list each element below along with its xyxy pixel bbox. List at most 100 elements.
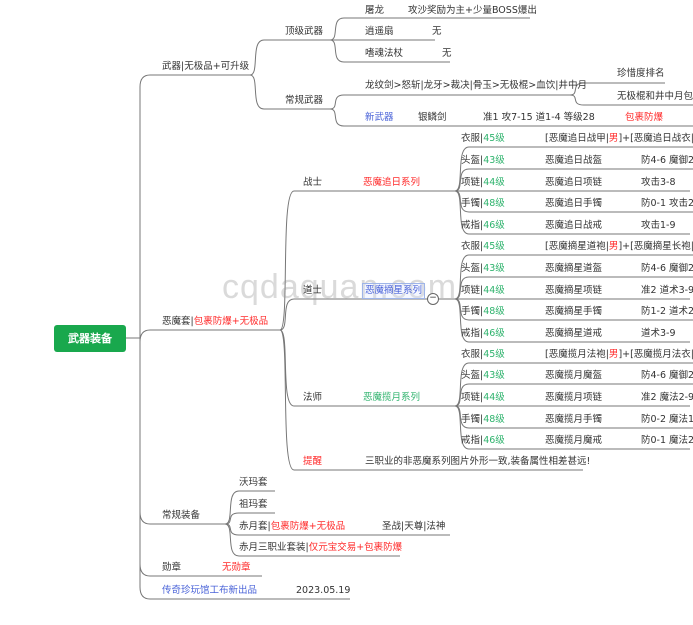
demon-label: 恶魔套| — [162, 316, 194, 327]
row-slot[interactable]: 头盔|43级 — [461, 370, 505, 381]
connector-line — [329, 17, 530, 41]
node-woma-set[interactable]: 沃玛套 — [239, 477, 268, 488]
row-stat: 防4-6 魔御2- — [641, 263, 693, 274]
row-stat: 准2 道术3-9 — [641, 285, 693, 296]
node-class-mage[interactable]: 法师 — [303, 392, 323, 403]
node-tulong[interactable]: 屠龙 — [365, 5, 385, 16]
node-shihunfazhang-note[interactable]: 无 — [442, 48, 452, 59]
connector-line — [454, 146, 693, 192]
connector-line — [454, 298, 690, 343]
connector-line — [139, 74, 250, 338]
root-node[interactable]: 武器装备 — [54, 325, 126, 352]
row-stat: 防0-2 魔法1- — [641, 414, 693, 425]
row-item[interactable]: 恶魔摘星道戒 — [545, 328, 603, 339]
node-zuma-set[interactable]: 祖玛套 — [239, 499, 268, 510]
row-item[interactable]: 恶魔追日手镯 — [545, 198, 603, 209]
row-stat: 攻击1-9 — [641, 220, 676, 231]
row-slot[interactable]: 手镯|48级 — [461, 198, 505, 209]
row-item[interactable]: 恶魔追日战盔 — [545, 155, 603, 166]
row-item[interactable]: [恶魔摘星道袍|男]+[恶魔摘星长袍|女 — [545, 241, 693, 252]
row-slot[interactable]: 头盔|43级 — [461, 263, 505, 274]
row-slot[interactable]: 衣服|45级 — [461, 241, 505, 252]
node-weapon-chain[interactable]: 龙纹剑>怒斩|龙牙>裁决|骨玉>无极棍>血饮|井中月 — [365, 80, 587, 91]
node-new-weapon-note[interactable]: 包裹防爆 — [625, 112, 664, 123]
row-item[interactable]: 恶魔追日战戒 — [545, 220, 603, 231]
connector-line — [279, 329, 455, 407]
node-rarity-rank[interactable]: 珍惜度排名 — [617, 68, 665, 79]
row-item[interactable]: 恶魔摘星项链 — [545, 285, 603, 296]
node-xiaoyaoshan[interactable]: 逍遥扇 — [365, 26, 394, 37]
node-xiaoyaoshan-note[interactable]: 无 — [432, 26, 442, 37]
row-item[interactable]: 恶魔追日项链 — [545, 177, 603, 188]
connector-line — [454, 254, 693, 300]
node-top-weapons[interactable]: 顶级武器 — [285, 26, 324, 37]
row-slot[interactable]: 戒指|46级 — [461, 328, 505, 339]
connector-line — [224, 490, 275, 525]
connector-line — [224, 512, 275, 525]
collapse-toggle-icon[interactable]: − — [427, 293, 439, 305]
node-chiyue-three-class[interactable]: 赤月三职业套装|仅元宝交易+包裹防爆 — [239, 542, 403, 553]
row-stat: 准2 魔法2-9 — [641, 392, 693, 403]
row-stat: 防4-6 魔御2- — [641, 370, 693, 381]
node-new-weapon-stats[interactable]: 准1 攻7-15 道1-4 等级28 — [483, 112, 595, 123]
row-item[interactable]: 恶魔揽月魔戒 — [545, 435, 603, 446]
connector-line — [454, 405, 690, 450]
row-item[interactable]: [恶魔追日战甲|男]+[恶魔追日战衣|女 — [545, 133, 693, 144]
row-slot[interactable]: 项链|44级 — [461, 392, 505, 403]
row-stat: 防1-2 道术2- — [641, 306, 693, 317]
node-regular-gear[interactable]: 常规装备 — [162, 510, 201, 521]
row-stat: 防4-6 魔御2- — [641, 155, 693, 166]
node-series-taoist[interactable]: 恶魔摘星系列 — [362, 283, 426, 299]
row-stat: 防0-1 攻击2- — [641, 198, 693, 209]
node-tulong-note[interactable]: 攻沙奖励为主+少量BOSS爆出 — [408, 5, 537, 16]
node-medal[interactable]: 勋章 — [162, 562, 182, 573]
node-reminder-text[interactable]: 三职业的非恶魔系列图片外形一致,装备属性相差甚远! — [365, 456, 591, 467]
node-bag-note[interactable]: 无极棍和井中月包裹 — [617, 91, 693, 102]
connector-line — [569, 82, 665, 96]
node-new-weapon-name[interactable]: 银鳞剑 — [418, 112, 447, 123]
connector-line — [139, 329, 280, 343]
node-chiyue-set[interactable]: 赤月套|包裹防爆+无极品 — [239, 521, 346, 532]
row-slot[interactable]: 项链|44级 — [461, 285, 505, 296]
row-slot[interactable]: 头盔|43级 — [461, 155, 505, 166]
connector-line — [249, 74, 330, 110]
row-slot[interactable]: 项链|44级 — [461, 177, 505, 188]
row-stat: 防0-1 魔法2- — [641, 435, 693, 446]
row-item[interactable]: 恶魔揽月手镯 — [545, 414, 603, 425]
row-slot[interactable]: 手镯|48级 — [461, 414, 505, 425]
node-chiyue-note[interactable]: 圣战|天尊|法神 — [382, 521, 446, 532]
row-item[interactable]: 恶魔揽月项链 — [545, 392, 603, 403]
connector-line — [454, 383, 693, 407]
row-item[interactable]: 恶魔揽月魔盔 — [545, 370, 603, 381]
row-slot[interactable]: 戒指|46级 — [461, 220, 505, 231]
row-item[interactable]: 恶魔摘星手镯 — [545, 306, 603, 317]
connector-line — [329, 94, 570, 110]
node-class-taoist[interactable]: 道士 — [303, 285, 323, 296]
connector-line — [569, 94, 693, 106]
node-weapons[interactable]: 武器|无极品+可升级 — [162, 61, 250, 72]
row-stat: 攻击3-8 — [641, 177, 676, 188]
node-footer[interactable]: 传奇珍玩馆工布新出品 — [162, 585, 258, 596]
connector-line — [454, 190, 690, 235]
watermark: cqdaquan.com — [222, 268, 458, 306]
node-regular-weapons[interactable]: 常规武器 — [285, 95, 324, 106]
node-series-mage[interactable]: 恶魔揽月系列 — [363, 392, 421, 403]
node-new-weapon[interactable]: 新武器 — [365, 112, 394, 123]
row-slot[interactable]: 衣服|45级 — [461, 133, 505, 144]
row-item[interactable]: [恶魔揽月法袍|男]+[恶魔揽月法衣|女 — [545, 349, 693, 360]
node-reminder[interactable]: 提醒 — [303, 456, 323, 467]
node-shihunfazhang[interactable]: 嗜魂法杖 — [365, 48, 404, 59]
node-demon-set[interactable]: 恶魔套|包裹防爆+无极品 — [162, 315, 268, 329]
node-series-warrior[interactable]: 恶魔追日系列 — [363, 177, 421, 188]
row-item[interactable]: 恶魔摘星道盔 — [545, 263, 603, 274]
node-class-warrior[interactable]: 战士 — [303, 177, 323, 188]
row-slot[interactable]: 衣服|45级 — [461, 349, 505, 360]
connector-line — [454, 362, 693, 407]
row-slot[interactable]: 戒指|46级 — [461, 435, 505, 446]
row-slot[interactable]: 手镯|48级 — [461, 306, 505, 317]
connector-line — [139, 338, 225, 525]
node-medal-value[interactable]: 无勋章 — [222, 562, 251, 573]
connector-line — [279, 329, 583, 471]
node-footer-date[interactable]: 2023.05.19 — [296, 585, 351, 596]
